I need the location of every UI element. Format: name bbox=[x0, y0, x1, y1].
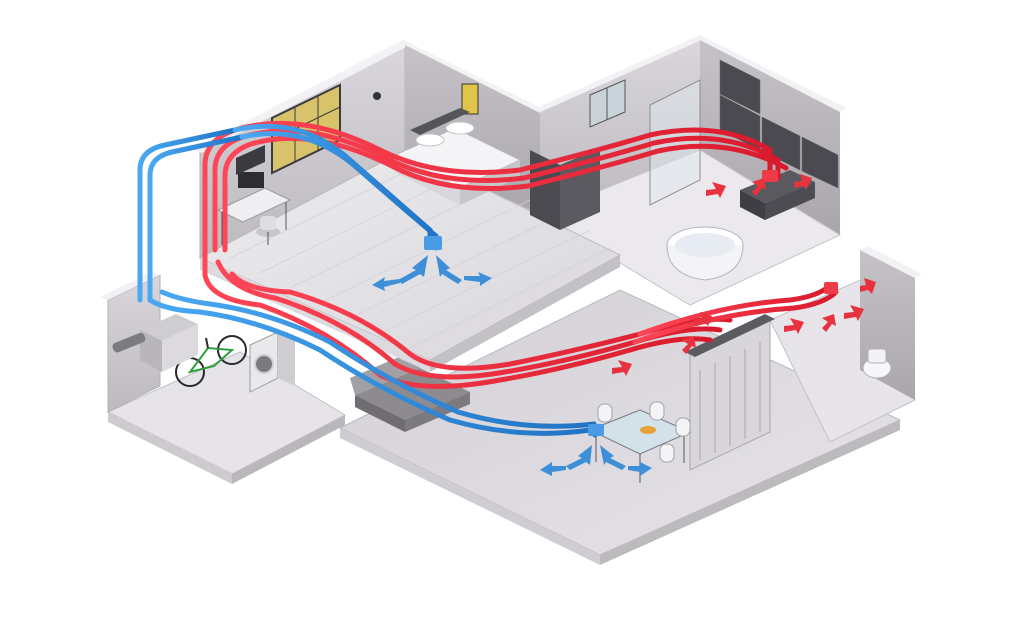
bicycle bbox=[175, 335, 247, 387]
dining-chairs bbox=[597, 401, 691, 463]
bathroom-back-wall-top bbox=[536, 35, 706, 110]
ground-floor-slab-edge-right bbox=[600, 420, 900, 565]
wall-painting bbox=[461, 83, 479, 115]
floorboards bbox=[229, 154, 611, 349]
garage-floor-edge bbox=[108, 412, 232, 484]
office-chair bbox=[256, 216, 280, 245]
garage-floor-edge-right bbox=[232, 415, 345, 484]
dining-table bbox=[588, 401, 692, 483]
wall-clock bbox=[373, 92, 381, 100]
washing-machine bbox=[249, 331, 295, 393]
kitchen-counter-top bbox=[685, 314, 775, 357]
supply-arrows-bedroom bbox=[372, 255, 492, 291]
red-airflow-arrow-icon bbox=[784, 318, 804, 334]
upper-floor bbox=[193, 35, 846, 372]
bathroom-side-wall-top bbox=[700, 35, 846, 112]
ground-floor-slab-edge bbox=[340, 428, 600, 565]
blue-airflow-arrow-icon bbox=[464, 272, 492, 286]
wc-wall-top bbox=[860, 246, 922, 278]
red-airflow-arrow-icon bbox=[706, 182, 726, 198]
ventilation-unit bbox=[112, 314, 198, 372]
red-airflow-arrow-icon bbox=[694, 312, 712, 326]
blue-airflow-arrow-icon bbox=[566, 445, 592, 470]
extract-arrows-wc bbox=[784, 278, 876, 334]
toilet-tank bbox=[867, 348, 887, 364]
bathroom-floor bbox=[538, 149, 842, 306]
blue-airflow-arrow-icon bbox=[600, 445, 626, 470]
blue-airflow-arrow-icon bbox=[398, 255, 428, 284]
upper-slab-edge-right bbox=[430, 255, 620, 372]
ground-floor bbox=[100, 246, 922, 565]
duct-diffusers bbox=[424, 170, 838, 436]
supply-arrows-dining bbox=[540, 445, 652, 476]
red-airflow-arrow-icon bbox=[752, 178, 766, 196]
extract-arrows-bathroom bbox=[706, 174, 812, 198]
upper-back-wall-right-top bbox=[403, 40, 545, 113]
bathroom-vanity bbox=[740, 170, 815, 203]
extract-arrows-kitchen bbox=[612, 312, 712, 376]
blue-airflow-arrow-icon bbox=[372, 277, 400, 291]
shower-glass bbox=[649, 79, 701, 206]
supply-ducts bbox=[137, 123, 598, 438]
red-airflow-arrow-icon bbox=[612, 360, 632, 376]
blue-airflow-arrow-icon bbox=[540, 462, 566, 476]
kitchen-drawers bbox=[699, 342, 761, 460]
red-airflow-arrow-icon bbox=[844, 305, 864, 321]
red-airflow-arrow-icon bbox=[860, 278, 876, 294]
red-airflow-arrow-icon bbox=[682, 336, 696, 354]
bathtub bbox=[666, 226, 744, 281]
bathroom-window bbox=[589, 79, 626, 128]
desk bbox=[216, 145, 292, 245]
blue-airflow-arrow-icon bbox=[436, 255, 462, 284]
bathroom-tiles bbox=[719, 59, 839, 189]
red-airflow-arrow-icon bbox=[822, 314, 836, 332]
garage-wall-top bbox=[100, 272, 160, 300]
red-airflow-arrow-icon bbox=[794, 174, 812, 190]
blue-airflow-arrow-icon bbox=[628, 462, 652, 476]
